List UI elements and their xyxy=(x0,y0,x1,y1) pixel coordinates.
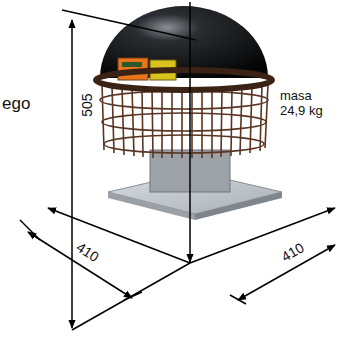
dimension-value: 410 xyxy=(279,239,307,265)
wire-cage xyxy=(100,84,268,158)
cage-bars xyxy=(102,84,268,158)
dimension-lines xyxy=(20,2,335,330)
center-axis xyxy=(189,2,191,262)
base-plate-edge xyxy=(195,192,282,220)
extension-line xyxy=(124,292,142,300)
depth-dimension xyxy=(28,232,132,298)
extension-line xyxy=(72,263,190,330)
dome-rim xyxy=(96,70,272,90)
dimension-value: 410 xyxy=(74,239,102,265)
dimension-value: 505 xyxy=(79,93,95,116)
width-axis xyxy=(190,208,335,263)
cage-ring xyxy=(100,91,268,109)
depth-axis xyxy=(48,208,190,263)
sticker-mark xyxy=(122,62,142,67)
extension-line xyxy=(62,10,196,40)
base-plate-edge xyxy=(108,192,195,220)
extension-line xyxy=(20,220,40,240)
mass-note: masa 24,9 kg xyxy=(280,89,332,119)
extension-line xyxy=(230,295,246,304)
height-dimension xyxy=(71,20,73,328)
cut-off-text: ego xyxy=(2,94,30,114)
